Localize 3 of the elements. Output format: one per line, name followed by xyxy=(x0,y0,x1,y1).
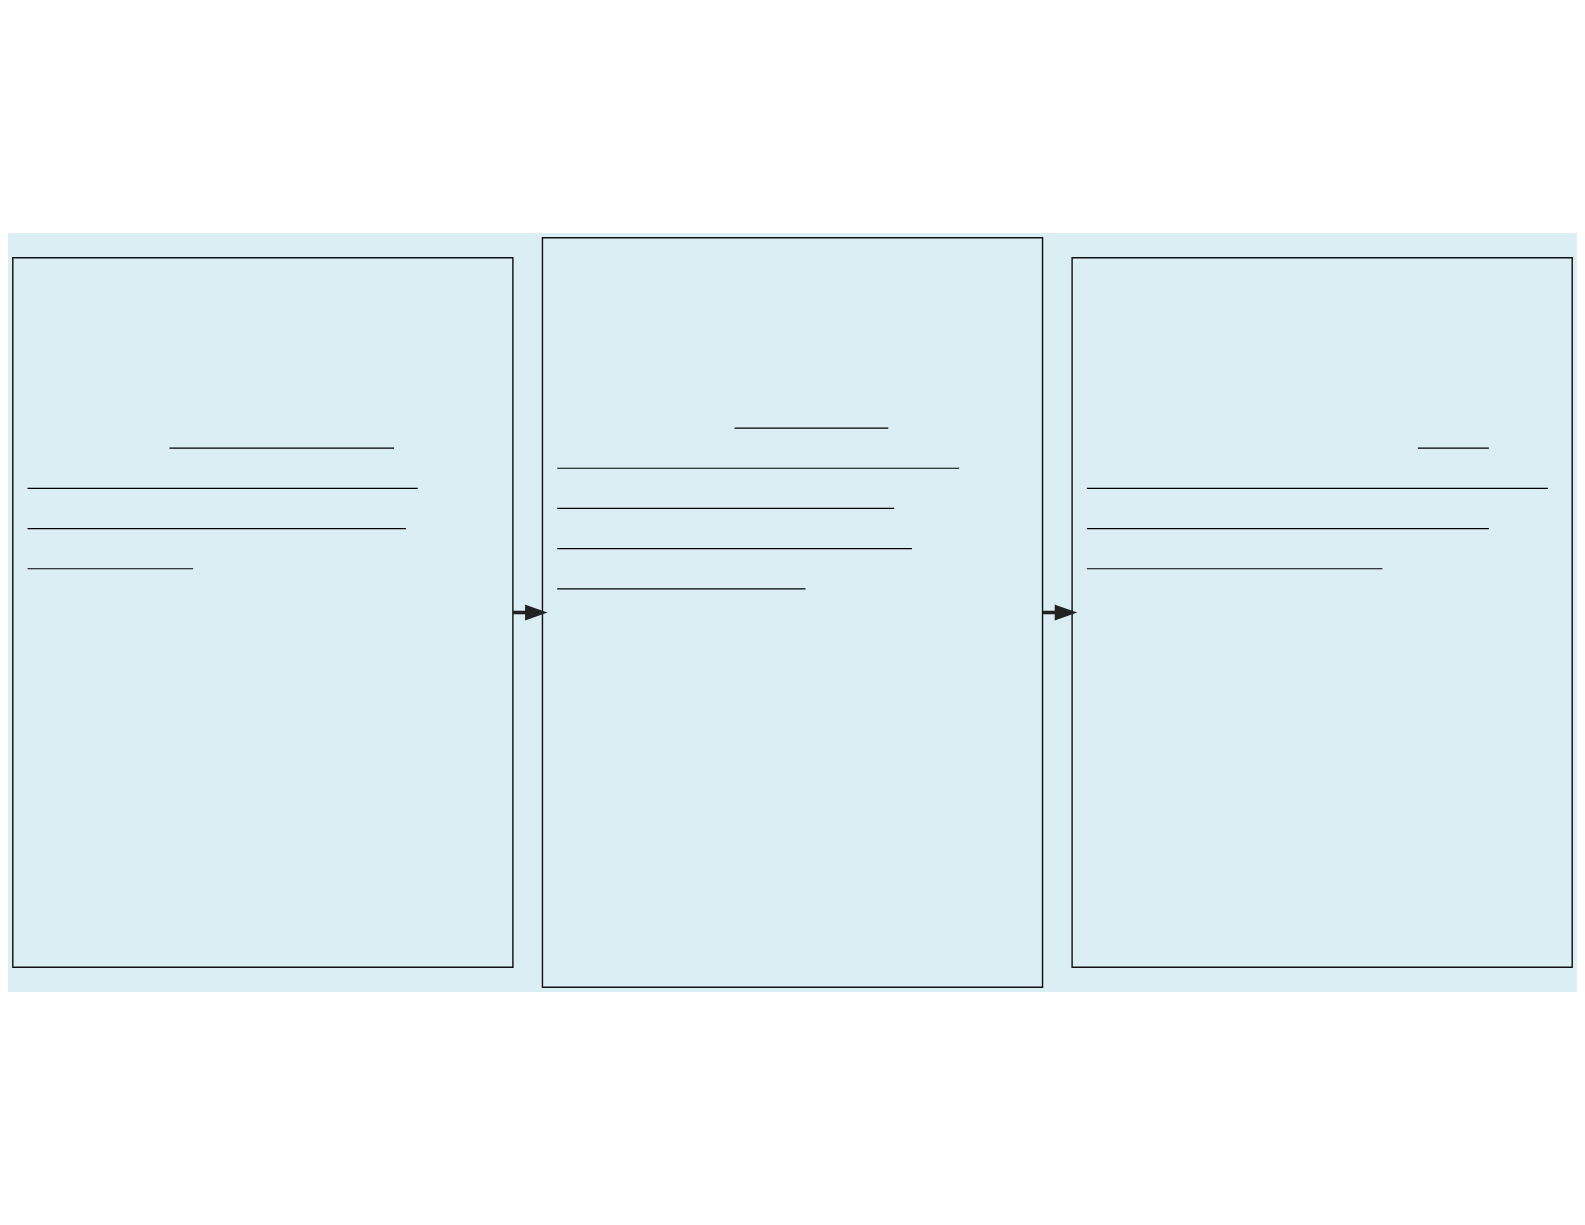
node-box xyxy=(1071,257,1573,968)
node-box xyxy=(541,237,1044,988)
node-box xyxy=(12,257,514,968)
